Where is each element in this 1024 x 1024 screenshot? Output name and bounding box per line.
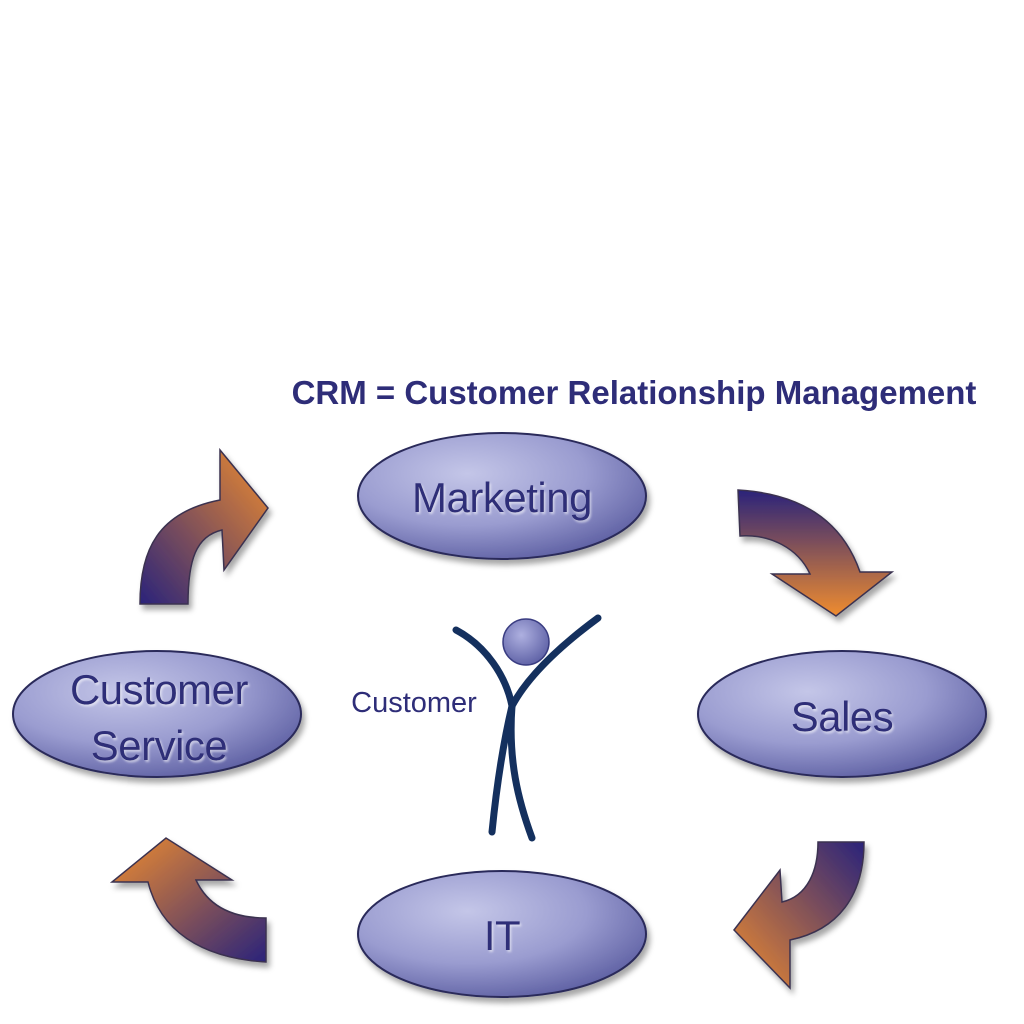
arrow-it-to-service	[109, 837, 267, 963]
customer-figure-head	[502, 618, 550, 666]
node-marketing: Marketing	[357, 432, 647, 560]
node-customer-service: Customer Service	[12, 650, 302, 778]
node-it: IT	[357, 870, 647, 998]
node-it-shape	[357, 870, 647, 998]
node-customer-service-label-line1: Customer	[70, 666, 249, 713]
node-it-label: IT	[484, 912, 520, 959]
node-sales-shape	[697, 650, 987, 778]
customer-figure-right-arm	[508, 614, 602, 710]
cycle-arrows	[109, 447, 895, 990]
arrow-service-to-marketing	[139, 447, 269, 605]
node-customer-service-shape	[12, 650, 302, 778]
node-sales-label: Sales	[791, 693, 894, 740]
customer-figure-left-arm	[452, 626, 516, 710]
customer-figure-right-leg	[507, 702, 536, 842]
customer-figure	[452, 614, 602, 842]
arrow-marketing-to-sales	[737, 489, 895, 617]
diagram-title: CRM = Customer Relationship Management	[292, 374, 977, 411]
node-marketing-label: Marketing	[412, 474, 592, 521]
customer-label: Customer	[351, 687, 477, 719]
arrow-sales-to-it	[733, 841, 865, 990]
node-sales: Sales	[697, 650, 987, 778]
node-marketing-shape	[357, 432, 647, 560]
node-customer-service-label-line2: Service	[91, 722, 228, 769]
